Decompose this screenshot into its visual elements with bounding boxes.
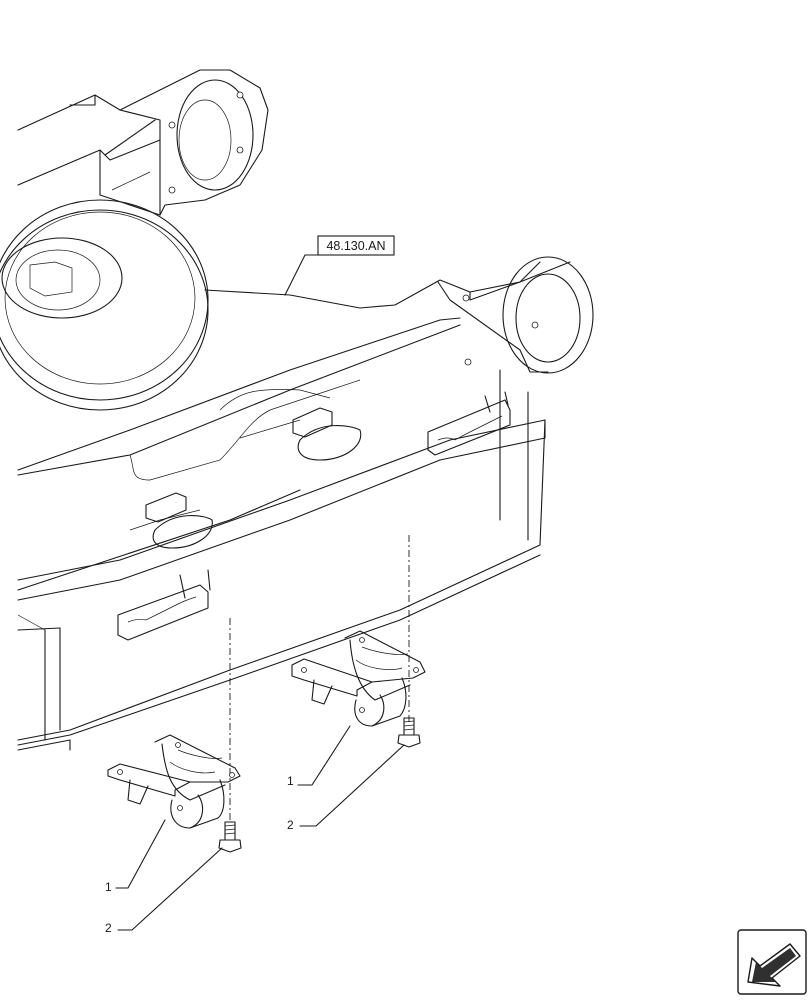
callout-left-bolt[interactable]: 2 bbox=[105, 847, 223, 935]
reference-label-text: 48.130.AN bbox=[326, 239, 385, 253]
callout-right-bolt-number: 2 bbox=[287, 818, 294, 832]
reference-label-48-130-an[interactable]: 48.130.AN bbox=[284, 235, 395, 296]
left-bolt bbox=[218, 821, 242, 853]
callout-right-bolt[interactable]: 2 bbox=[287, 744, 405, 832]
callout-right-bracket-number: 1 bbox=[287, 774, 294, 788]
callout-right-bracket[interactable]: 1 bbox=[287, 725, 351, 788]
callout-left-bracket-number: 1 bbox=[105, 880, 112, 894]
callout-left-bracket[interactable]: 1 bbox=[105, 819, 166, 894]
arrow-bottom-left-icon[interactable] bbox=[737, 929, 807, 995]
callout-left-bolt-number: 2 bbox=[105, 921, 112, 935]
right-bolt bbox=[397, 717, 421, 748]
left-track-guide-bracket bbox=[107, 734, 241, 829]
right-track-guide-bracket bbox=[291, 630, 426, 727]
undercarriage-frame bbox=[0, 69, 594, 751]
